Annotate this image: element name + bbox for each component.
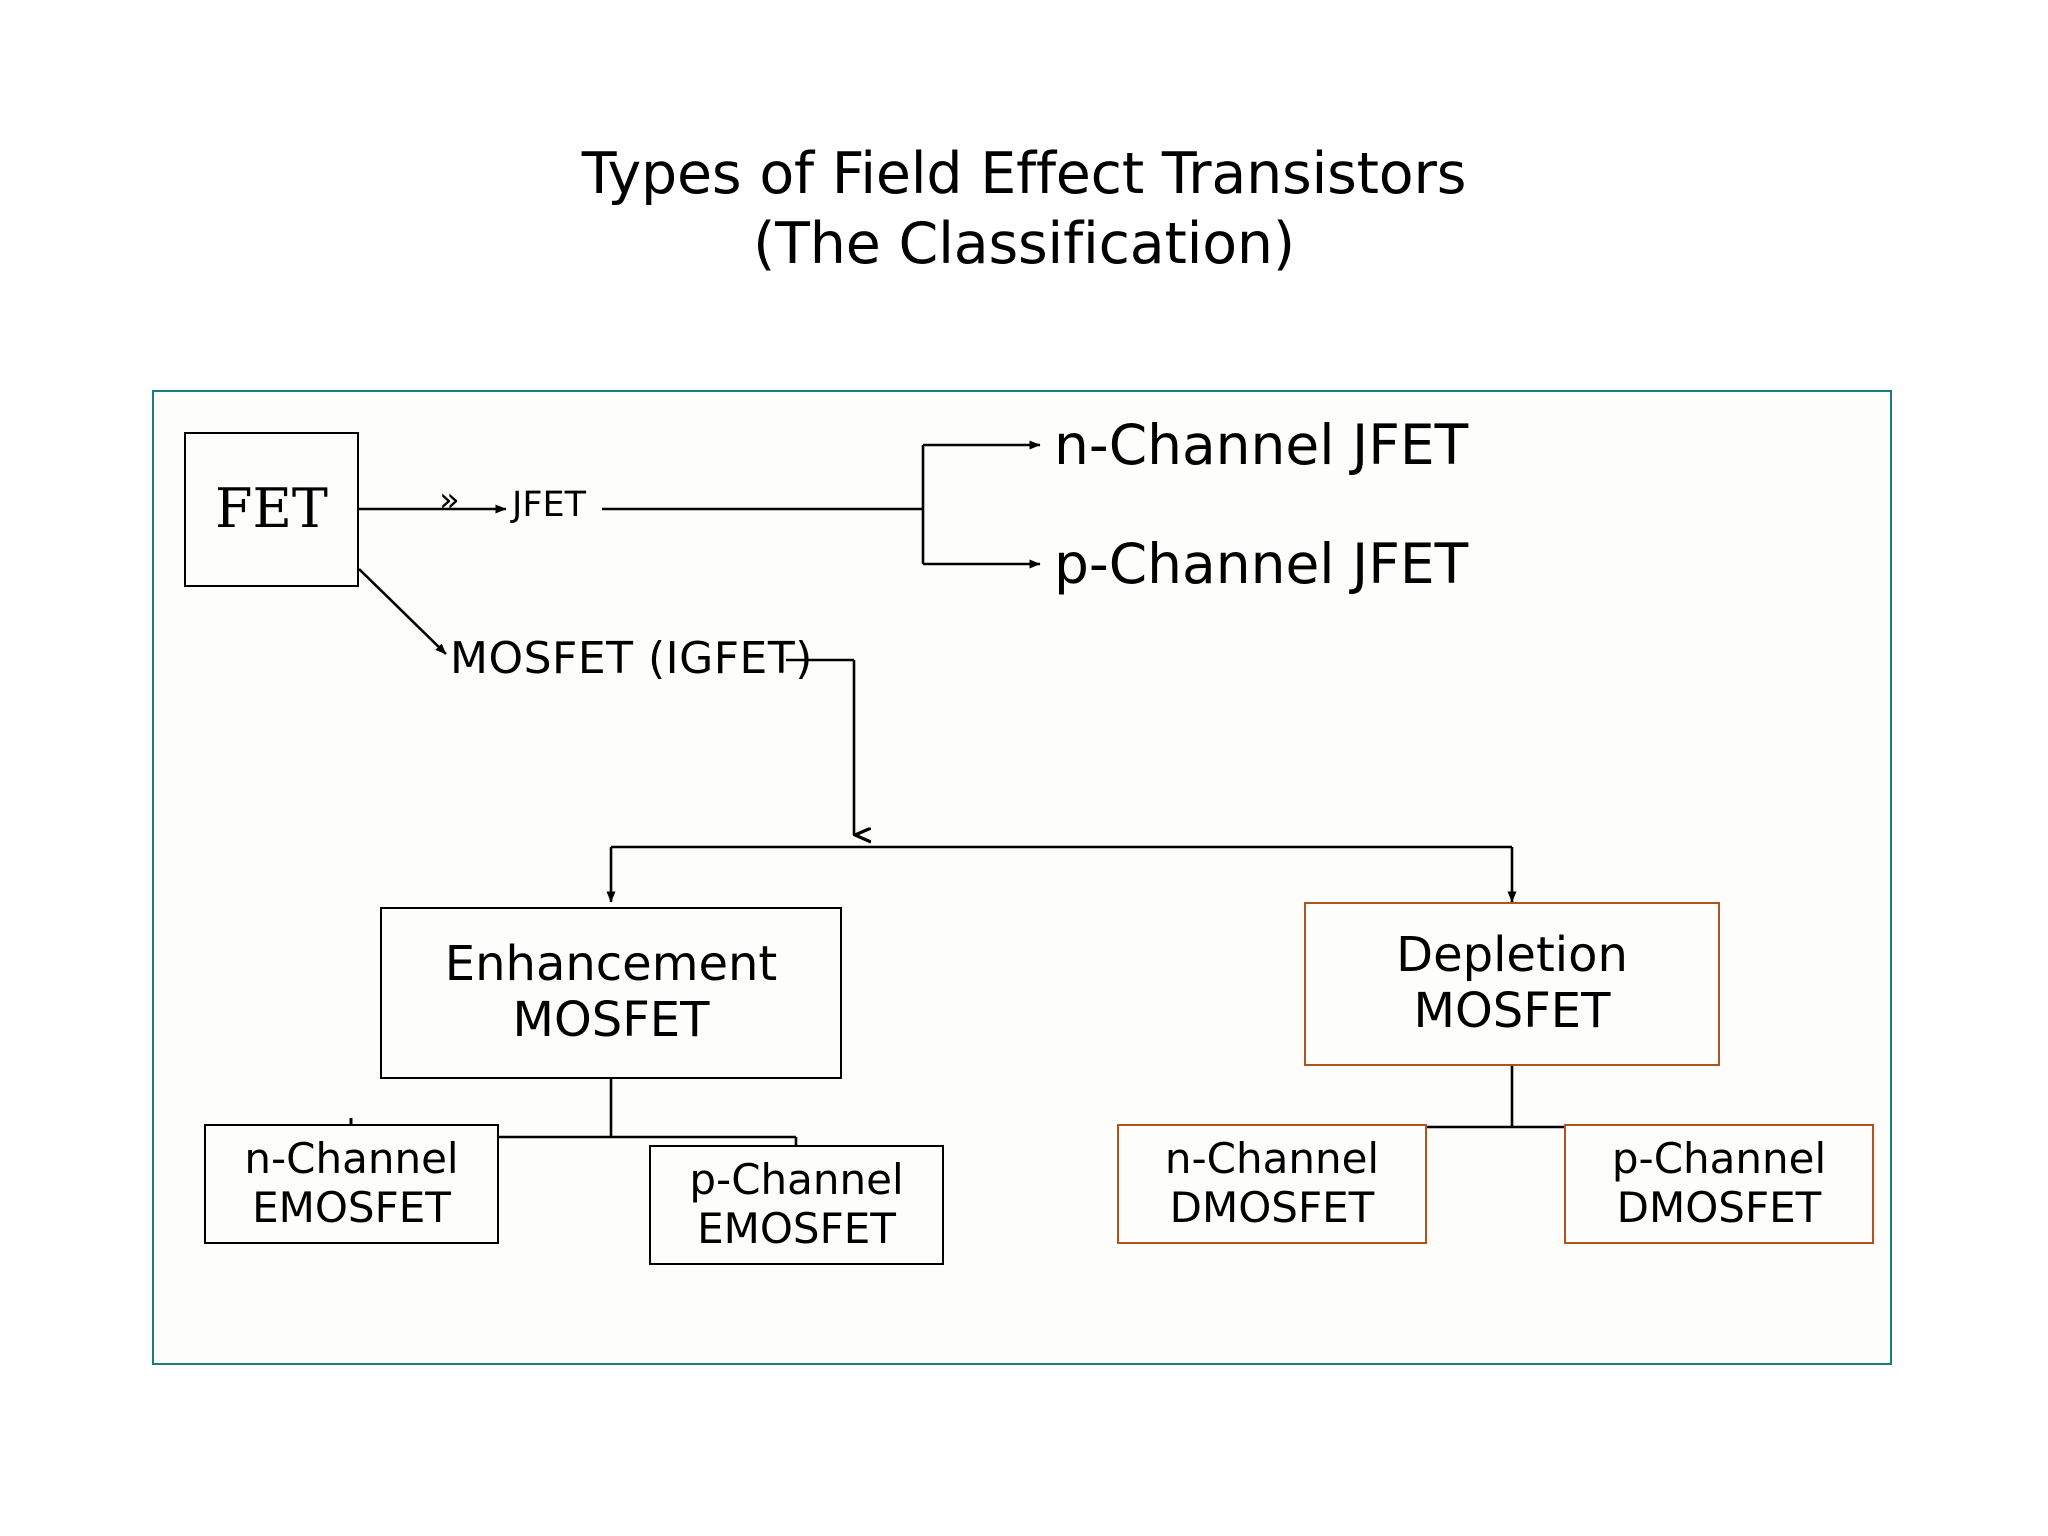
page-title: Types of Field Effect Transistors (The C… xyxy=(0,140,2048,279)
node-n-channel-dmosfet-label-line-2: DMOSFET xyxy=(1169,1183,1375,1232)
page-title-line-2: (The Classification) xyxy=(753,210,1295,277)
node-p-channel-emosfet-label-line-1: p-Channel xyxy=(689,1155,904,1205)
node-n-channel-emosfet-label-line-1: n-Channel xyxy=(244,1134,459,1184)
node-depletion-mosfet-label-line-1: Depletion xyxy=(1396,927,1628,984)
node-fet-label: FET xyxy=(215,477,328,541)
node-p-channel-dmosfet[interactable]: p-Channel DMOSFET xyxy=(1564,1124,1874,1244)
node-n-channel-dmosfet[interactable]: n-Channel DMOSFET xyxy=(1117,1124,1427,1244)
node-p-channel-dmosfet-label-line-1: p-Channel xyxy=(1611,1134,1827,1184)
node-p-channel-dmosfet-label-line-2: DMOSFET xyxy=(1616,1183,1822,1232)
node-n-channel-emosfet-label-line-2: EMOSFET xyxy=(252,1183,451,1232)
node-p-channel-jfet[interactable]: p-Channel JFET xyxy=(1054,532,1469,596)
node-enhancement-mosfet[interactable]: Enhancement MOSFET xyxy=(380,907,842,1079)
page-title-line-1: Types of Field Effect Transistors xyxy=(581,141,1467,207)
node-n-channel-dmosfet-label-line-1: n-Channel xyxy=(1164,1134,1380,1184)
node-depletion-mosfet-label-line-2: MOSFET xyxy=(1413,983,1611,1039)
node-fet[interactable]: FET xyxy=(184,432,359,587)
node-n-channel-jfet[interactable]: n-Channel JFET xyxy=(1054,413,1469,477)
double-chevron-icon: » xyxy=(439,480,460,520)
node-jfet[interactable]: JFET xyxy=(512,485,586,525)
node-enhancement-mosfet-label-line-2: MOSFET xyxy=(512,992,710,1048)
node-n-channel-emosfet[interactable]: n-Channel EMOSFET xyxy=(204,1124,499,1244)
classification-diagram-panel: FET » JFET n-Channel JFET p-Channel JFET… xyxy=(152,390,1892,1365)
node-depletion-mosfet[interactable]: Depletion MOSFET xyxy=(1304,902,1720,1066)
node-p-channel-emosfet[interactable]: p-Channel EMOSFET xyxy=(649,1145,944,1265)
node-enhancement-mosfet-label-line-1: Enhancement xyxy=(444,936,778,993)
node-mosfet-igfet[interactable]: MOSFET (IGFET) xyxy=(450,633,813,684)
node-p-channel-emosfet-label-line-2: EMOSFET xyxy=(697,1204,896,1253)
